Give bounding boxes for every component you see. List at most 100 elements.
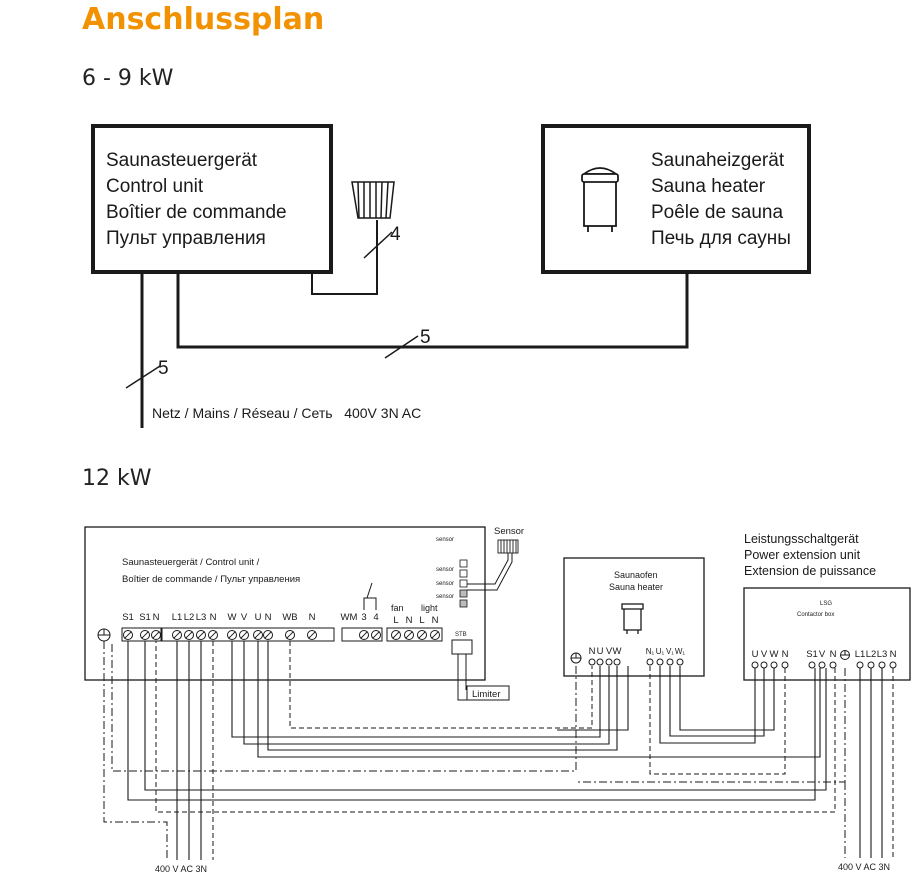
- lsg-right-terminal-label-3: N: [890, 649, 897, 660]
- fan-light-terminal-label-2: L: [419, 615, 424, 626]
- mains-wire-tick: [125, 365, 161, 389]
- control-unit-box: [91, 124, 333, 274]
- heater-cable: [176, 272, 689, 349]
- lsg-right-terminal-2: [878, 661, 886, 669]
- panel-indicator-1: [459, 559, 468, 568]
- sensor-icon: [497, 539, 519, 554]
- oven-terminal2-label-1: U₁: [656, 647, 665, 656]
- oven-terminal2-2: [666, 658, 674, 666]
- section-label-12kw: 12 kW: [82, 466, 152, 491]
- lsg-mid-terminal-label-2: N: [830, 649, 837, 660]
- sauna-oven-box: [563, 557, 705, 677]
- panel-small-label-3: sensor: [436, 581, 454, 587]
- terminal-label-n-6: N: [210, 612, 217, 623]
- fan-light-terminal-3-slash: [431, 631, 439, 639]
- lsg-mid-terminal-1: [818, 661, 826, 669]
- control-unit-panel: [84, 526, 486, 681]
- terminal-label-n-12: N: [309, 612, 316, 623]
- temperature-sensor-icon: [351, 181, 395, 219]
- limiter-label: Limiter: [472, 689, 501, 700]
- oven-terminal-label-2: V: [606, 646, 613, 657]
- lsg-mid-terminal-2: [829, 661, 837, 669]
- sensor-cable: [311, 220, 378, 295]
- fan-label: fan: [391, 603, 404, 613]
- terminal-label-l2-4: L2: [184, 612, 195, 623]
- terminal-label-wb-11: WB: [282, 612, 297, 623]
- control-unit-label-en: Control unit: [106, 176, 204, 197]
- ground-icon: [97, 628, 111, 642]
- supply-right-label: 400 V AC 3N: [838, 862, 890, 872]
- lsg-terminal-0: [751, 661, 759, 669]
- panel-label-2: Boîtier de commande / Пульт управления: [122, 574, 300, 585]
- oven-terminal-label-3: W: [613, 646, 622, 657]
- terminal-label-w-7: W: [228, 612, 237, 623]
- oven-terminal2-label-3: W₁: [675, 647, 686, 656]
- oven-terminal2-3: [676, 658, 684, 666]
- terminal-label-u-9: U: [255, 612, 262, 623]
- diagram-12kw: [84, 526, 911, 860]
- oven-terminal-1: [596, 658, 604, 666]
- light-label: light: [421, 603, 438, 613]
- terminal-11-slash: [286, 631, 294, 639]
- terminal-circles: [123, 630, 897, 669]
- terminal-strip-s1: [121, 627, 162, 642]
- wm-switch-symbol: [366, 582, 373, 599]
- terminal-strip-wm: [341, 627, 383, 642]
- lsg-right-terminal-label-0: L1: [855, 649, 866, 660]
- terminal-strip-fan-light: [386, 627, 443, 642]
- oven-terminal-label-0: N: [589, 646, 596, 657]
- terminal-6-slash: [209, 631, 217, 639]
- solid-wires: [127, 641, 883, 860]
- mains-label: Netz / Mains / Réseau / Сеть 400V 3N AC: [152, 405, 421, 421]
- lsg-right-terminal-0: [856, 661, 864, 669]
- oven-terminal-label-1: U: [597, 646, 604, 657]
- fan-light-terminal-2-slash: [418, 631, 426, 639]
- panel-label-1: Saunasteuergerät / Control unit /: [122, 557, 260, 568]
- contactor-box-label: Contactor box: [797, 612, 834, 618]
- control-unit-label-de: Saunasteuergerät: [106, 150, 258, 171]
- sauna-oven-label-de: Saunaofen: [614, 570, 658, 580]
- fan-light-terminal-label-1: N: [406, 615, 413, 626]
- sauna-heater-label-ru: Печь для сауны: [651, 228, 791, 249]
- sensor-wire-b: [467, 553, 513, 591]
- terminal-label-n-2: N: [153, 612, 160, 623]
- terminal-5-slash: [197, 631, 205, 639]
- oven-terminal2-label-2: V₁: [666, 647, 674, 656]
- sauna-heater-icon: [581, 167, 619, 232]
- lsg-right-terminal-label-2: L3: [877, 649, 888, 660]
- limiter-wire-a: [457, 654, 467, 701]
- supply-left-label: 400 V AC 3N: [155, 864, 207, 874]
- lsg-terminal-label-0: U: [752, 649, 759, 660]
- sauna-heater-box: [541, 124, 811, 274]
- sensor-label: Sensor: [494, 526, 524, 537]
- lsg-box: [743, 587, 911, 681]
- wm-terminal-2-slash: [372, 631, 380, 639]
- wm-terminal-label-0: WM: [341, 612, 358, 623]
- page-title: Anschlussplan: [82, 2, 325, 37]
- dashed-wires: [155, 641, 894, 860]
- lsg-mid-terminal-label-1: V: [819, 649, 826, 660]
- sauna-heater-label-en: Sauna heater: [651, 176, 766, 197]
- control-unit-label-ru: Пульт управления: [106, 228, 266, 249]
- terminal-0-slash: [124, 631, 132, 639]
- terminal-label-s1-0: S1: [122, 612, 134, 623]
- mains-wire-count: 5: [158, 358, 169, 379]
- terminal-label-l1-3: L1: [172, 612, 183, 623]
- power-unit-label-en: Power extension unit: [744, 548, 861, 562]
- sauna-heater-label-fr: Poêle de sauna: [651, 202, 783, 223]
- fan-light-terminal-label-3: N: [432, 615, 439, 626]
- power-unit-label-fr: Extension de puissance: [744, 564, 876, 578]
- limiter-box: [466, 685, 510, 701]
- panel-indicator-5: [459, 599, 468, 608]
- terminal-3-slash: [173, 631, 181, 639]
- panel-small-label-2: sensor: [436, 567, 454, 573]
- panel-indicator-4: [459, 589, 468, 598]
- lsg-ground-icon: [840, 650, 850, 660]
- oven-terminal-2: [605, 658, 613, 666]
- terminal-9-slash: [254, 631, 262, 639]
- fan-light-terminal-0-slash: [392, 631, 400, 639]
- terminal-10-slash: [264, 631, 272, 639]
- lsg-mid-terminal-0: [808, 661, 816, 669]
- oven-terminal-0: [588, 658, 596, 666]
- sensor-wire-a: [467, 553, 509, 585]
